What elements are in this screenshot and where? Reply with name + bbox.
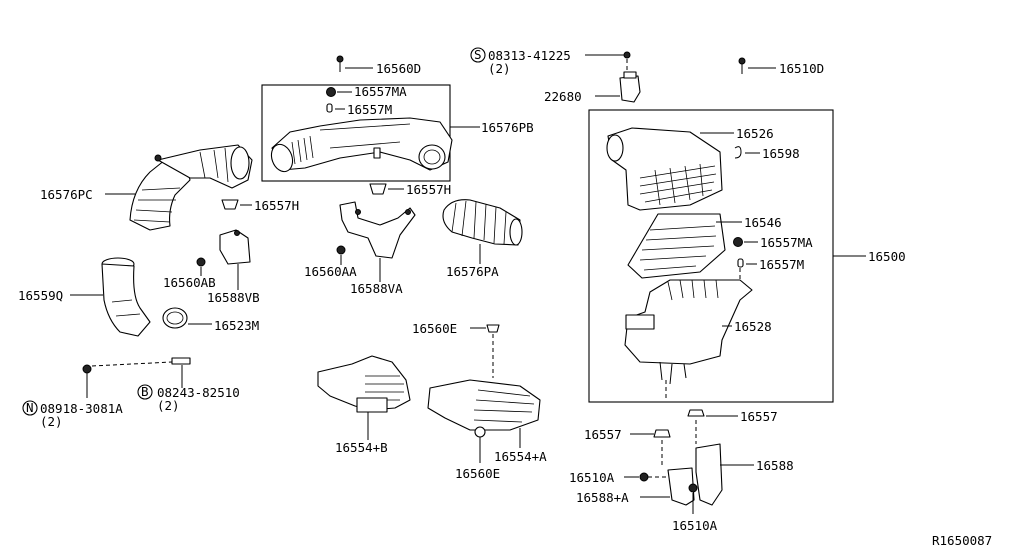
callout-16588A: 16588+A: [576, 490, 629, 505]
nut-16557MA-right-icon: [733, 237, 758, 247]
callout-16546: 16546: [744, 215, 782, 230]
callout-08918: 08918-3081A: [40, 401, 123, 416]
clamp-16523M: [162, 307, 212, 329]
marker-S-icon: S: [470, 47, 486, 63]
callout-16560AB: 16560AB: [163, 275, 216, 290]
callout-08918-qty: (2): [40, 414, 63, 429]
nut-16557MA-icon: [326, 87, 352, 97]
marker-N-icon: N: [22, 400, 38, 416]
callout-16560AA: 16560AA: [304, 264, 357, 279]
callout-16557H-left: 16557H: [254, 198, 299, 213]
bracket-16588VB: [219, 229, 251, 290]
grommet-16557-right-icon: [687, 409, 738, 444]
callout-16588VB: 16588VB: [207, 290, 260, 305]
callout-16526: 16526: [736, 126, 774, 141]
screw-08313-icon: [585, 51, 631, 76]
callout-16500: 16500: [868, 249, 906, 264]
clip-16560E-top-icon: [470, 324, 500, 378]
callout-16588VA: 16588VA: [350, 281, 403, 296]
clip-16510D-icon: [738, 57, 776, 74]
air-guide-16554A: [427, 379, 541, 448]
air-duct-16576PC: [105, 144, 253, 231]
callout-16576PA: 16576PA: [446, 264, 499, 279]
callout-16557MA-right: 16557MA: [760, 235, 813, 250]
callout-16557MA-top: 16557MA: [354, 84, 407, 99]
bolt-16510A-bottom-icon: [688, 483, 698, 514]
callout-08243-qty: (2): [157, 398, 180, 413]
callout-16557-left: 16557: [584, 427, 622, 442]
callout-16510A-bottom: 16510A: [672, 518, 718, 533]
bracket-16588VA: [339, 201, 416, 282]
callout-16588: 16588: [756, 458, 794, 473]
callout-22680: 22680: [544, 89, 582, 104]
resonator-duct-16576PB: [270, 117, 480, 173]
svg-text:B: B: [141, 384, 149, 399]
callout-16557M-right: 16557M: [759, 257, 804, 272]
bolt-08243-icon: [82, 357, 191, 398]
callout-16576PB: 16576PB: [481, 120, 534, 135]
callout-16560E-top: 16560E: [412, 321, 457, 336]
callout-16510A-left: 16510A: [569, 470, 615, 485]
grommet-16557H-mid-icon: [369, 183, 404, 195]
clip-16598-icon: [734, 146, 760, 159]
callout-16528: 16528: [734, 319, 772, 334]
callout-08313: 08313-41225: [488, 48, 571, 63]
air-cleaner-cover-16526: [606, 127, 734, 211]
callout-16557M-top: 16557M: [347, 102, 392, 117]
callout-16557H-mid: 16557H: [406, 182, 451, 197]
air-guide-16554B: [317, 355, 411, 440]
callout-16554B: 16554+B: [335, 440, 388, 455]
svg-text:N: N: [26, 400, 34, 415]
svg-text:S: S: [474, 47, 482, 62]
bolt-16510A-left-icon: [624, 472, 668, 482]
callout-16560D: 16560D: [376, 61, 421, 76]
grommet-16557-left-icon: [630, 429, 671, 468]
callout-16598: 16598: [762, 146, 800, 161]
sensor-22680: [595, 71, 641, 103]
bolt-16560AA-icon: [336, 245, 346, 265]
frame-resonator-group: [261, 84, 451, 182]
air-filter-16546: [627, 213, 742, 279]
callout-16559Q: 16559Q: [18, 288, 63, 303]
callout-16510D: 16510D: [779, 61, 824, 76]
callout-16557-right: 16557: [740, 409, 778, 424]
callout-08243: 08243-82510: [157, 385, 240, 400]
grommet-16557H-left-icon: [221, 199, 252, 210]
air-duct-16576PA: [442, 199, 523, 264]
grommet-16557M-right-icon: [737, 258, 757, 282]
bracket-16588: [667, 443, 754, 506]
duct-16559Q: [70, 257, 151, 337]
clip-16560D-icon: [336, 55, 373, 72]
callout-16523M: 16523M: [214, 318, 259, 333]
callout-08313-qty: (2): [488, 61, 511, 76]
marker-B-icon: B: [137, 384, 153, 400]
bolt-16560AB-icon: [196, 257, 206, 276]
grommet-16557M-icon: [326, 103, 345, 113]
callout-16560E-bottom: 16560E: [455, 466, 500, 481]
callout-16554A: 16554+A: [494, 449, 547, 464]
diagram-reference-number: R1650087: [932, 533, 992, 548]
air-cleaner-case-16528: [624, 279, 753, 385]
callout-16576PC: 16576PC: [40, 187, 93, 202]
